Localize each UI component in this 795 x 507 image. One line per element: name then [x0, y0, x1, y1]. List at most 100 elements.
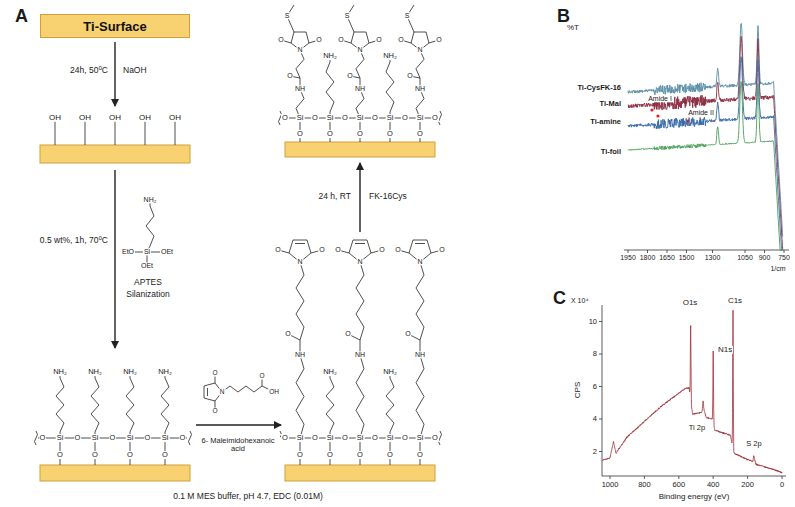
axis-tick: 750: [777, 254, 791, 261]
band-label: Amide II: [687, 109, 715, 116]
axis-ticks: [628, 250, 784, 253]
reagent-label: NaOH: [122, 66, 148, 75]
atom-label: NH: [354, 85, 366, 92]
atom-label: NH₂: [87, 368, 103, 376]
atom-label: NH: [294, 85, 306, 92]
atom-label: O: [334, 246, 341, 253]
axis-tick: 1000: [601, 481, 620, 489]
atom-label: N: [356, 258, 363, 265]
atom-label: Si: [356, 114, 365, 122]
atom-label: O: [397, 36, 404, 43]
reaction-arrow: [114, 42, 115, 106]
axis-tick: 10: [588, 318, 598, 326]
atom-label: O: [109, 434, 117, 442]
curve-label: Ti-CysFK-16: [576, 84, 622, 92]
atom-label: O: [394, 246, 401, 253]
axis-unit: 1/cm: [769, 265, 786, 272]
bond-line: [356, 355, 364, 438]
atom-label: N: [219, 389, 226, 396]
xps-spectrum: [602, 310, 782, 473]
peak-label: O1s: [682, 299, 699, 307]
atom-label: O: [344, 330, 351, 337]
reagent-label: FK-16Cys: [368, 192, 408, 201]
atom-label: O: [326, 451, 334, 459]
atom-label: O: [386, 451, 394, 459]
atom-label: Si: [416, 114, 425, 122]
chain-break: [439, 111, 442, 125]
bond-line: [416, 355, 424, 438]
ir-spectrum: [628, 57, 783, 250]
bond-line: [326, 372, 334, 438]
band-marker: [686, 119, 689, 122]
atom-label: Si: [416, 434, 425, 442]
chain-break: [189, 431, 192, 445]
peak-label: C1s: [727, 297, 743, 305]
atom-label: O: [296, 451, 304, 459]
atom-label: S: [284, 12, 291, 19]
atom-label: O: [144, 434, 152, 442]
chain-break: [439, 431, 442, 445]
bond-line: [416, 50, 424, 78]
band-marker: [650, 108, 653, 111]
atom-label: O: [277, 36, 284, 43]
surface-box: Ti-Surface: [40, 14, 190, 38]
atom-label: O: [416, 451, 424, 459]
axis-tick: 8: [592, 350, 598, 358]
atom-label: NH₂: [382, 368, 398, 376]
atom-label: Si: [296, 434, 305, 442]
ir-spectrum: [628, 82, 783, 250]
atom-label: S: [344, 12, 351, 19]
bond-line: [296, 262, 304, 340]
atom-label: OH: [78, 114, 92, 122]
atom-label: O: [356, 451, 364, 459]
atom-label: O: [39, 434, 47, 442]
atom-label: O: [161, 451, 169, 459]
axis-tick: 1500: [678, 254, 696, 261]
atom-label: N: [356, 46, 363, 53]
panel-letter: C: [552, 289, 567, 308]
atom-label: Si: [326, 114, 335, 122]
atom-label: Si: [356, 434, 365, 442]
reaction-arrow: [196, 424, 281, 425]
bond-line: [356, 50, 364, 78]
ir-spectrum: [628, 36, 783, 249]
atom-label: O: [378, 246, 385, 253]
atom-label: NH₂: [322, 52, 338, 60]
atom-label: OEt: [140, 262, 154, 269]
axis-ticks: [610, 476, 782, 479]
bond-line: [296, 50, 304, 78]
atom-label: NH₂: [157, 368, 173, 376]
reagent-label: Silanization: [125, 290, 170, 299]
atom-label: O: [318, 246, 325, 253]
condition-label: 24 h, RT: [318, 192, 352, 201]
axis-tick: 400: [706, 481, 721, 489]
axis-tick: 200: [740, 481, 755, 489]
axis-scale: X 10⁴: [570, 297, 589, 304]
band-label: Amide I: [647, 95, 673, 102]
bond-line: [416, 262, 424, 340]
atom-label: Si: [161, 434, 170, 442]
atom-label: O: [274, 246, 281, 253]
atom-label: O: [431, 114, 439, 122]
axis-tick: 900: [758, 254, 772, 261]
atom-label: O: [126, 451, 134, 459]
atom-label: O: [56, 451, 64, 459]
axis-tick: 1050: [736, 254, 754, 261]
atom-label: O: [286, 72, 293, 79]
reaction-arrow: [359, 163, 360, 232]
atom-label: O: [311, 114, 319, 122]
atom-label: NH: [294, 351, 306, 358]
bond-line: [415, 243, 425, 244]
curve-label: Ti-Mal: [598, 100, 622, 108]
atom-label: O: [401, 434, 409, 442]
axis-tick: 1300: [704, 254, 722, 261]
panel-letter: A: [14, 7, 29, 26]
atom-label: O: [346, 72, 353, 79]
atom-label: O: [371, 434, 379, 442]
atom-label: O: [341, 434, 349, 442]
axis-tick: 2: [592, 448, 598, 456]
atom-label: O: [258, 373, 265, 380]
band-marker: [656, 114, 659, 117]
panel-letter: B: [556, 7, 571, 26]
